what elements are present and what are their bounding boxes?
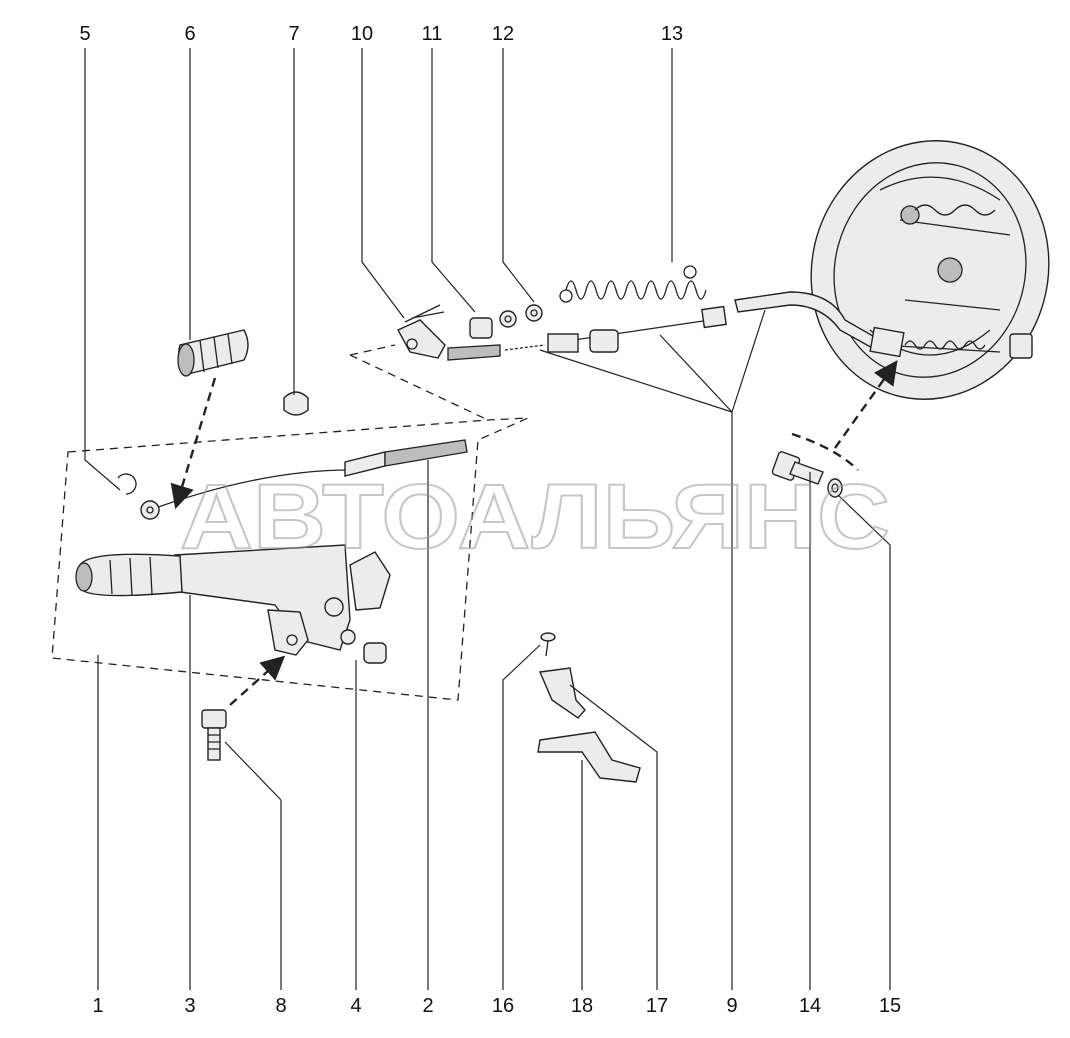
rear-brake-cable [547,291,1033,359]
retaining-clip [117,473,137,495]
callout-1: 1 [92,995,103,1017]
callout-14: 14 [799,995,821,1017]
equalizer [397,304,546,361]
adjusting-nut-pair [499,304,543,328]
washer [827,478,843,498]
watermark: АВТОАЛЬЯНС [180,466,890,568]
screw [540,632,556,657]
callout-12: 12 [492,23,514,45]
callout-6: 6 [184,23,195,45]
rubber-boot [177,329,249,377]
callout-17: 17 [646,995,668,1017]
callout-4: 4 [350,995,361,1017]
cable-bracket [538,667,586,719]
return-spring [559,265,707,303]
callout-2: 2 [422,995,433,1017]
assembly-arc [791,432,859,471]
callout-11: 11 [422,23,443,45]
adjuster-sleeve [469,317,493,339]
backing-plate-bolt [771,451,824,485]
assembly-arrow-plate [834,360,898,449]
lever-assembly-outline [51,417,529,701]
callout-3: 3 [184,995,195,1017]
callout-13: 13 [661,23,683,45]
parking-brake-lever [75,544,391,656]
callout-7: 7 [288,23,299,45]
callout-15: 15 [879,995,901,1017]
callout-5: 5 [79,23,90,45]
assembly-arrow-bolt [229,655,286,706]
callout-9: 9 [726,995,737,1017]
bushing [283,391,309,416]
bracket-plate [537,731,641,783]
callout-8: 8 [275,995,286,1017]
pivot-pin [363,642,387,664]
callout-18: 18 [571,995,593,1017]
callout-16: 16 [492,995,514,1017]
leader-lines [84,48,891,990]
brake-backing-plate [810,140,1050,400]
front-cable-rod [140,439,468,520]
cable-group-outline [349,344,489,421]
mounting-bolt [201,709,227,761]
assembly-arrow-boot [170,377,217,510]
callout-10: 10 [351,23,373,45]
